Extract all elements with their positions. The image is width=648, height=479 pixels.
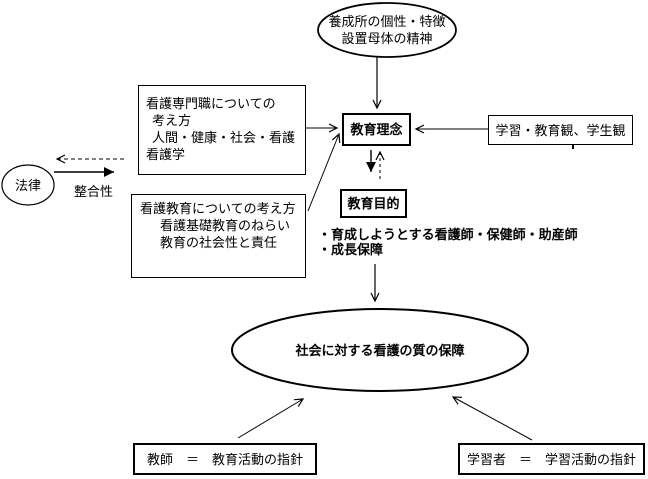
top-ellipse-line2: 設置母体の精神 [341,31,433,46]
views-box: 学習・教育観、学生観 [488,115,633,145]
teacher-box: 教師 ＝ 教育活動の指針 [133,443,317,475]
consistency-label: 整合性 [74,184,114,199]
law-ellipse-shape [1,164,55,206]
top-ellipse-line1: 養成所の個性・特徴 [328,14,446,29]
education-line3: 教育の社会性と責任 [160,235,278,250]
arrow-learner-to-bottom-ellipse [451,396,533,441]
philosophy-label: 教育理念 [350,122,403,137]
arrow-education-to-philosophy [307,132,341,212]
philosophy-box: 教育理念 [342,113,411,146]
bottom-ellipse-label: 社会に対する看護の質の保障 [295,342,465,358]
profession-box: 看護専門職についての 考え方 人間・健康・社会・看護 看護学 [138,85,306,175]
profession-line4: 看護学 [146,147,186,162]
top-ellipse-shape [317,2,457,58]
top-ellipse-label: 養成所の個性・特徴 設置母体の精神 [318,3,456,57]
views-label: 学習・教育観、学生観 [495,122,626,138]
goals-list: ・育成しようとする看護師・保健師・助産師 ・成長保障 [318,227,618,257]
purpose-label: 教育目的 [347,196,400,211]
teacher-label: 教師 ＝ 教育活動の指針 [146,451,303,467]
profession-line1: 看護専門職についての [146,96,276,111]
education-line1: 看護教育についての考え方 [140,201,296,216]
profession-line3: 人間・健康・社会・看護 [152,130,296,145]
learner-label: 学習者 ＝ 学習活動の指針 [466,451,636,467]
profession-line2: 考え方 [152,113,192,128]
goals-item1: ・育成しようとする看護師・保健師・助産師 [318,227,578,242]
education-line2: 看護基礎教育のねらい [160,218,291,233]
education-box: 看護教育についての考え方 看護基礎教育のねらい 教育の社会性と責任 [131,194,306,278]
arrow-teacher-to-bottom-ellipse [237,398,305,439]
purpose-box: 教育目的 [340,189,407,218]
law-label: 法律 [14,177,41,193]
goals-item2: ・成長保障 [318,242,384,257]
learner-box: 学習者 ＝ 学習活動の指針 [458,443,645,475]
bottom-ellipse-shape [231,308,529,392]
